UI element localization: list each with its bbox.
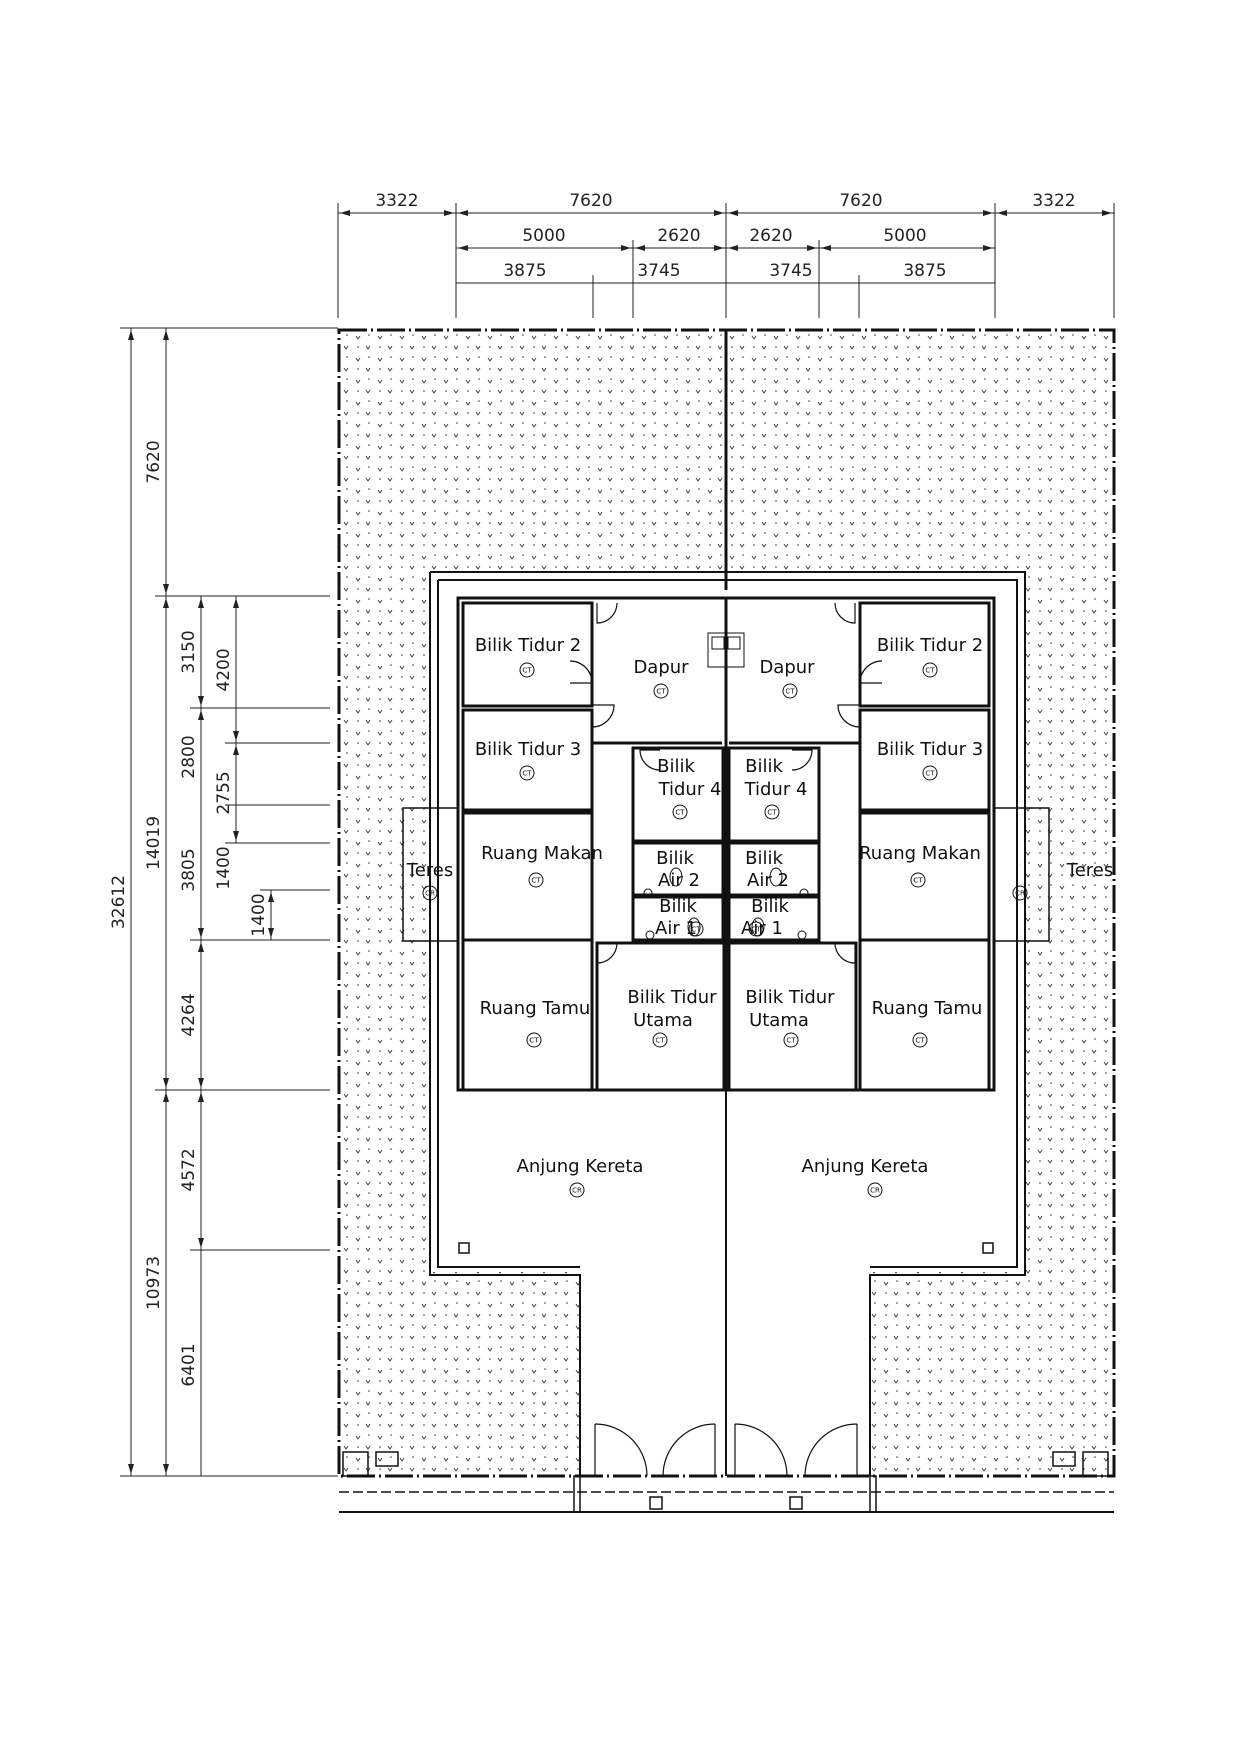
dim-top-3322-left: 3322: [375, 191, 418, 211]
doors: [569, 602, 883, 1477]
dim-left-4572: 4572: [179, 1148, 199, 1191]
tag-cr: CR: [1015, 890, 1025, 898]
room-label-bilik-air-1-line2-left: Air 1: [655, 918, 697, 939]
room-label-bilik-tidur-utama-line1-left: Bilik Tidur: [627, 987, 717, 1008]
dim-top-3875-left: 3875: [503, 261, 546, 281]
dim-top-5000-left: 5000: [522, 226, 565, 246]
tag-ct: CT: [767, 809, 777, 817]
dim-top-3745-left: 3745: [637, 261, 680, 281]
tag-ct: CT: [786, 1037, 796, 1045]
left-dimension-arrows: [128, 330, 274, 1474]
room-label-bilik-tidur-2-right: Bilik Tidur 2: [877, 635, 983, 656]
room-label-bilik-tidur-4-line2-right: Tidur 4: [744, 779, 808, 800]
tag-ct: CT: [655, 1037, 665, 1045]
room-label-bilik-tidur-3-right: Bilik Tidur 3: [877, 739, 983, 760]
dim-left-7620: 7620: [144, 440, 164, 483]
floor-tag-labels: CT CT CT CT CT CT CT CT CT CT CT CT CT C…: [425, 667, 1025, 1195]
dim-left-6401: 6401: [179, 1343, 199, 1386]
tag-ct: CT: [529, 1037, 539, 1045]
room-label-bilik-tidur-utama-line2-right: Utama: [749, 1010, 809, 1031]
dim-top-7620-left: 7620: [569, 191, 612, 211]
room-label-dapur-left: Dapur: [633, 657, 689, 678]
room-label-bilik-air-2-line1-right: Bilik: [745, 848, 783, 869]
tag-cr: CR: [572, 1187, 582, 1195]
left-dimension-labels: 32612 7620 14019 10973 3150 2800 3805 42…: [109, 440, 269, 1386]
top-dimension-labels: 3322 7620 7620 3322 5000 2620 2620 5000 …: [375, 191, 1075, 281]
top-dimension-arrows: [340, 210, 1112, 251]
room-label-bilik-air-2-line2-right: Air 2: [747, 870, 789, 891]
tag-ct: CT: [913, 877, 923, 885]
tag-ct: CT: [751, 926, 761, 934]
room-label-teres-left: Teres: [406, 860, 453, 881]
room-label-ruang-makan-right: Ruang Makan: [859, 843, 981, 864]
tag-ct: CT: [915, 1037, 925, 1045]
floor-tags: [422, 662, 1028, 1198]
room-label-anjung-kereta-right: Anjung Kereta: [802, 1156, 929, 1177]
room-label-bilik-tidur-utama-line1-right: Bilik Tidur: [745, 987, 835, 1008]
dim-left-3150: 3150: [179, 630, 199, 673]
top-dimensions: [337, 203, 1115, 318]
tag-ct: CT: [675, 809, 685, 817]
room-label-bilik-air-2-line1-left: Bilik: [656, 848, 694, 869]
tag-ct: CT: [785, 688, 795, 696]
dim-left-2755: 2755: [214, 771, 234, 814]
room-label-bilik-air-1-line1-left: Bilik: [659, 896, 697, 917]
tag-ct: CT: [522, 770, 532, 778]
room-label-bilik-tidur-4-line1-right: Bilik: [745, 756, 783, 777]
dim-top-7620-right: 7620: [839, 191, 882, 211]
dim-top-2620-left: 2620: [657, 226, 700, 246]
room-label-bilik-air-2-line2-left: Air 2: [658, 870, 700, 891]
room-label-ruang-makan-left: Ruang Makan: [481, 843, 603, 864]
dim-left-2800: 2800: [179, 735, 199, 778]
left-unit-labels: Bilik Tidur 2 Bilik Tidur 3 Dapur Bilik …: [406, 635, 722, 1177]
dim-left-1400-a: 1400: [214, 846, 234, 889]
tag-ct: CT: [531, 877, 541, 885]
dim-left-32612: 32612: [109, 875, 129, 929]
room-label-bilik-air-1-line2-right: Air 1: [741, 918, 783, 939]
tag-ct: CT: [656, 688, 666, 696]
front-fence: [339, 1242, 1114, 1513]
tag-ct: CT: [522, 667, 532, 675]
room-label-bilik-tidur-3-left: Bilik Tidur 3: [475, 739, 581, 760]
tag-ct: CT: [691, 926, 701, 934]
dim-left-14019: 14019: [144, 816, 164, 870]
room-label-bilik-tidur-4-line1-left: Bilik: [657, 756, 695, 777]
room-label-dapur-right: Dapur: [759, 657, 815, 678]
dim-left-4200: 4200: [214, 648, 234, 691]
dim-top-3322-right: 3322: [1032, 191, 1075, 211]
dim-top-2620-right: 2620: [749, 226, 792, 246]
room-label-bilik-tidur-utama-line2-left: Utama: [633, 1010, 693, 1031]
dim-top-5000-right: 5000: [883, 226, 926, 246]
dim-top-3745-right: 3745: [769, 261, 812, 281]
dim-left-4264: 4264: [179, 993, 199, 1036]
dim-left-1400-b: 1400: [249, 893, 269, 936]
terraces: [402, 807, 1050, 942]
tag-ct: CT: [925, 770, 935, 778]
dim-left-10973: 10973: [144, 1256, 164, 1310]
room-label-bilik-tidur-2-left: Bilik Tidur 2: [475, 635, 581, 656]
room-label-teres-right: Teres: [1066, 860, 1113, 881]
tag-ct: CT: [925, 667, 935, 675]
sanitary-fixtures: [643, 632, 809, 940]
tag-cr: CR: [870, 1187, 880, 1195]
room-label-anjung-kereta-left: Anjung Kereta: [517, 1156, 644, 1177]
dim-top-3875-right: 3875: [903, 261, 946, 281]
dim-left-3805: 3805: [179, 848, 199, 891]
tag-cr: CR: [425, 890, 435, 898]
room-label-ruang-tamu-left: Ruang Tamu: [480, 998, 591, 1019]
room-label-ruang-tamu-right: Ruang Tamu: [872, 998, 983, 1019]
left-dimensions: [120, 327, 338, 1477]
house-outline: [429, 571, 1026, 1476]
room-label-bilik-tidur-4-line2-left: Tidur 4: [658, 779, 722, 800]
room-label-bilik-air-1-line1-right: Bilik: [751, 896, 789, 917]
